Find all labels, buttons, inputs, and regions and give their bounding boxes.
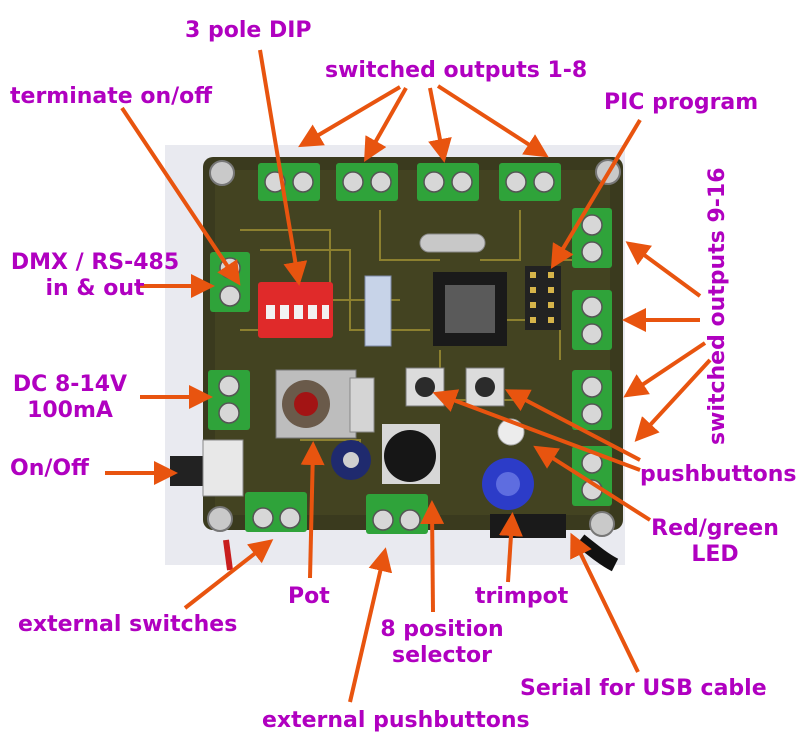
label-serial-usb: Serial for USB cable bbox=[520, 676, 767, 701]
serial-header bbox=[490, 514, 566, 538]
label-pushbuttons: pushbuttons bbox=[640, 462, 797, 487]
label-pot: Pot bbox=[288, 584, 330, 609]
potentiometer bbox=[275, 369, 375, 439]
annotation-arrows bbox=[105, 49, 712, 703]
screw-bottom-right bbox=[589, 511, 615, 537]
label-dmx-line1: DMX / RS-485 bbox=[10, 250, 180, 275]
label-dc-line2: 100mA bbox=[27, 398, 113, 423]
label-trimpot: trimpot bbox=[475, 584, 569, 609]
right-terminal-blocks bbox=[572, 208, 612, 506]
pic-chip bbox=[433, 272, 507, 346]
dip-switch bbox=[258, 282, 333, 338]
label-selector-line2: selector bbox=[392, 643, 492, 668]
label-on-off: On/Off bbox=[10, 456, 89, 481]
label-external-pushbuttons: external pushbuttons bbox=[262, 708, 530, 733]
label-dc: DC 8-14V 100mA bbox=[5, 372, 135, 424]
label-dmx: DMX / RS-485 in & out bbox=[5, 250, 185, 302]
label-external-switches: external switches bbox=[18, 612, 238, 637]
label-led-line1: Red/green bbox=[651, 516, 779, 541]
label-selector: 8 position selector bbox=[372, 617, 512, 669]
trimpot bbox=[482, 458, 534, 510]
label-led-line2: LED bbox=[691, 542, 739, 567]
label-3-pole-dip: 3 pole DIP bbox=[185, 18, 312, 43]
label-switched-outputs-1-8: switched outputs 1-8 bbox=[325, 58, 588, 83]
label-pic-program: PIC program bbox=[604, 90, 759, 115]
label-switched-outputs-9-16: switched outputs 9-16 bbox=[705, 167, 730, 445]
label-selector-line1: 8 position bbox=[380, 617, 504, 642]
label-led: Red/green LED bbox=[640, 516, 790, 568]
interface-chip bbox=[364, 275, 392, 347]
rotary-selector bbox=[382, 424, 440, 484]
top-terminal-blocks bbox=[258, 163, 561, 201]
bottom-terminal-blocks bbox=[245, 492, 428, 534]
screw-top-left bbox=[209, 160, 235, 186]
crystal bbox=[419, 233, 486, 253]
screw-bottom-left bbox=[207, 506, 233, 532]
label-dc-line1: DC 8-14V bbox=[12, 372, 128, 397]
label-terminate: terminate on/off bbox=[10, 84, 213, 109]
label-dmx-line2: in & out bbox=[45, 276, 145, 301]
pic-program-header bbox=[525, 266, 561, 330]
capacitor bbox=[331, 440, 371, 480]
